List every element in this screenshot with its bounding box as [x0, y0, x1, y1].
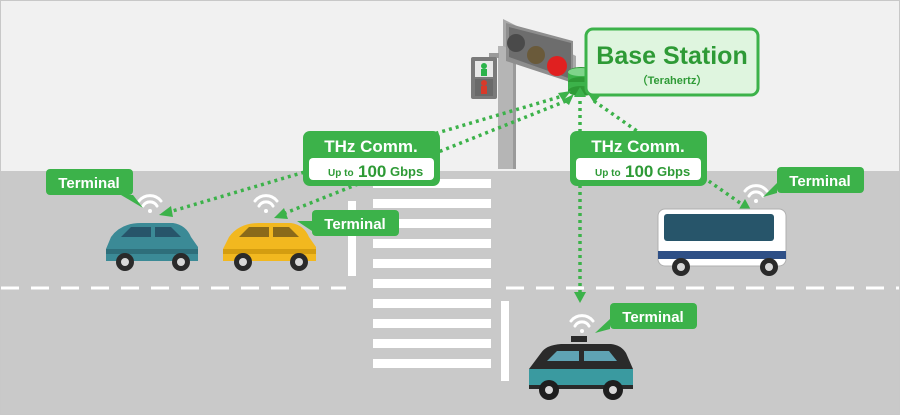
wifi-icon [743, 184, 769, 203]
thz-comm-label-left: THz Comm. Up to 100 Gbps [303, 131, 440, 186]
stop-line-left [348, 201, 356, 276]
thz-comm-title-left: THz Comm. [324, 137, 418, 156]
terminal-label-taxi: Terminal [622, 309, 683, 326]
stop-line-right [501, 301, 509, 381]
yellow-car-icon [223, 223, 316, 271]
thz-comm-value-left: 100 [358, 162, 386, 181]
arrowhead-bs-3 [574, 87, 586, 97]
arrowhead-bs-2 [562, 94, 574, 105]
bus-icon [657, 208, 787, 276]
terminal-teal-car: Terminal [46, 169, 198, 271]
link-yellow-car [282, 99, 567, 216]
arrowhead-bs-4 [589, 95, 601, 103]
wifi-icon [569, 314, 595, 333]
terminal-taxi: Terminal [529, 303, 697, 400]
terminal-label-yellow-car: Terminal [324, 216, 385, 233]
thz-comm-title-right: THz Comm. [591, 137, 685, 156]
arrowhead-bs-1 [558, 91, 571, 101]
thz-comm-prefix-right: Up to [595, 168, 621, 179]
base-station-title: Base Station [596, 42, 747, 70]
taxi-icon [529, 336, 633, 400]
signal-links [168, 93, 745, 293]
thz-comm-unit-left: Gbps [390, 164, 423, 179]
arrowheads [159, 87, 751, 303]
thz-comm-prefix-left: Up to [328, 168, 354, 179]
terminal-bus: Terminal [657, 167, 864, 276]
base-station-box: Base Station （Terahertz） [584, 27, 760, 97]
terminal-label-teal-car: Terminal [58, 175, 119, 192]
arrowhead-yellow-car [274, 208, 288, 219]
base-station-subtitle: （Terahertz） [637, 74, 708, 87]
link-bus [592, 99, 745, 207]
terminal-yellow-car: Terminal [223, 194, 399, 271]
wifi-icon [253, 194, 279, 213]
arrowhead-taxi [574, 292, 586, 303]
thz-comm-unit-right: Gbps [657, 164, 690, 179]
teal-car-icon [106, 223, 198, 271]
traffic-signal [471, 19, 576, 169]
wifi-icon [137, 194, 163, 213]
arrowhead-teal-car [159, 206, 173, 217]
thz-comm-label-right: THz Comm. Up to 100 Gbps [570, 131, 707, 186]
arrowhead-bus [739, 199, 751, 210]
terminal-label-bus: Terminal [789, 173, 850, 190]
link-teal-car [168, 93, 567, 214]
thz-comm-value-right: 100 [625, 162, 653, 181]
